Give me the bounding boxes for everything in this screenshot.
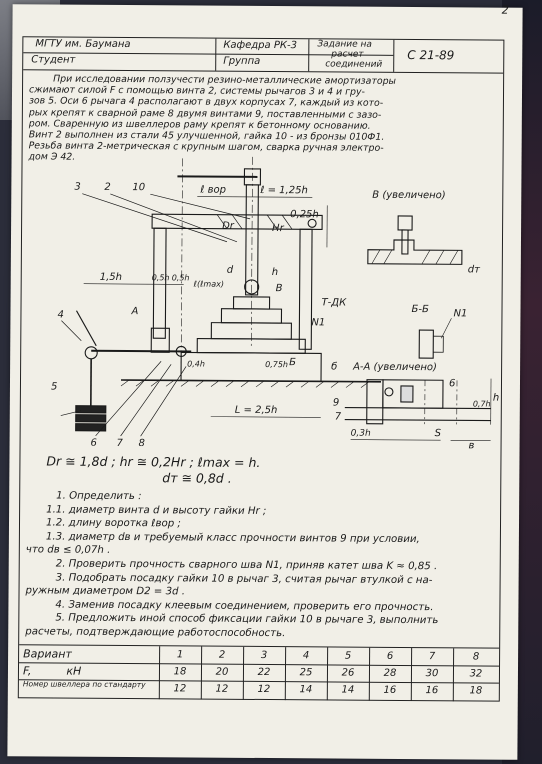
variant-cell: 7 bbox=[428, 651, 436, 663]
label-A: A bbox=[130, 306, 138, 317]
channel-cell: 14 bbox=[299, 684, 313, 696]
label-b-arrow: Б bbox=[289, 357, 296, 368]
channel-cell: 12 bbox=[215, 683, 229, 695]
label-aa-h: h bbox=[493, 393, 499, 404]
label-hr: Hr bbox=[272, 223, 285, 234]
label-04h: 0,4h bbox=[187, 359, 205, 368]
label-8: 8 bbox=[139, 438, 145, 449]
force-cell: 20 bbox=[215, 666, 229, 678]
force-cell: 25 bbox=[299, 667, 313, 679]
force-cell: 28 bbox=[383, 667, 397, 679]
channel-cell: 14 bbox=[341, 684, 355, 696]
variant-cell: 4 bbox=[302, 650, 310, 662]
group-label: Группа bbox=[223, 55, 261, 67]
variant-cell: 1 bbox=[176, 649, 184, 661]
label-aa-07h: 0,7h bbox=[473, 399, 491, 408]
label-15h: 1,5h bbox=[100, 272, 122, 283]
label-05h-b: 0,5h bbox=[172, 273, 190, 282]
label-aa-9: 9 bbox=[333, 397, 339, 408]
force-cell: 32 bbox=[469, 668, 483, 680]
label-n1-b: N1 bbox=[453, 308, 467, 319]
label-10: 10 bbox=[132, 182, 145, 193]
variants-table: Вариант F, кН Номер швеллера по стандарт… bbox=[18, 644, 500, 702]
label-dt: dт bbox=[468, 264, 481, 275]
channel-cell: 12 bbox=[173, 683, 187, 695]
label-aa-03h: 0,3h bbox=[351, 429, 371, 439]
channel-cell: 16 bbox=[383, 684, 397, 696]
label-aa-7: 7 bbox=[335, 411, 342, 422]
task-list: 1. Определить : 1.1. диаметр винта d и в… bbox=[25, 489, 496, 642]
label-05h-a: 0,5h bbox=[152, 273, 170, 282]
label-n1: N1 bbox=[311, 317, 325, 328]
department-name: Кафедра РК-3 bbox=[223, 39, 297, 52]
label-3: 3 bbox=[74, 182, 80, 193]
label-aa-S: S bbox=[435, 428, 442, 439]
label-aa-6: 6 bbox=[449, 378, 455, 389]
label-t-dk: Т-ДК bbox=[322, 297, 348, 308]
label-d: d bbox=[227, 265, 234, 276]
row-label-variant: Вариант bbox=[23, 647, 72, 661]
label-L: L = 2,5h bbox=[235, 405, 278, 416]
channel-cell: 16 bbox=[425, 685, 439, 697]
label-section-BB: Б-Б bbox=[411, 304, 429, 315]
label-dr: Dr bbox=[222, 221, 235, 232]
formula-line-1: Dr ≅ 1,8d ; hr ≅ 0,2Hr ; ℓmax = h. bbox=[46, 453, 261, 470]
task-title-2: расчет bbox=[331, 49, 364, 60]
technical-drawing: 3 2 10 ℓ вор ℓ = 1,25h 0,25h Dr Hr d ℓ(ℓ… bbox=[51, 156, 499, 449]
force-cell: 26 bbox=[341, 667, 355, 679]
force-cell: 18 bbox=[173, 666, 187, 678]
label-h: h bbox=[272, 267, 278, 278]
label-aa-b: в bbox=[469, 440, 475, 448]
label-l-vor: ℓ вор bbox=[200, 185, 226, 196]
formula-line-2: dт ≅ 0,8d . bbox=[162, 470, 232, 486]
task-title-3: соединений bbox=[325, 59, 383, 70]
label-4: 4 bbox=[57, 310, 63, 321]
label-5: 5 bbox=[51, 382, 57, 393]
label-lmax: ℓ(ℓmax) bbox=[193, 279, 224, 288]
label-6: 6 bbox=[91, 438, 97, 449]
label-075h: 0,75h bbox=[265, 360, 288, 369]
channel-cell: 12 bbox=[257, 683, 271, 696]
title-block: МГТУ им. Баумана Студент Кафедра РК-3 Гр… bbox=[23, 37, 504, 74]
variant-cell: 8 bbox=[472, 651, 480, 663]
variant-cell: 3 bbox=[260, 649, 268, 662]
row-label-channel: Номер швеллера по стандарту bbox=[22, 679, 146, 690]
variant-cell: 6 bbox=[386, 650, 394, 662]
variant-cell: 5 bbox=[344, 650, 352, 662]
assignment-sheet: 2 МГТУ им. Баумана Студент Кафедра РК-3 … bbox=[7, 3, 523, 760]
task-title-1: Задание на bbox=[317, 39, 372, 50]
page-number: 2 bbox=[501, 3, 509, 17]
label-7: 7 bbox=[117, 438, 124, 449]
label-025h: 0,25h bbox=[290, 209, 319, 220]
drawing-frame: МГТУ им. Баумана Студент Кафедра РК-3 Гр… bbox=[17, 36, 505, 702]
label-2: 2 bbox=[104, 182, 110, 193]
label-view-B: В (увеличено) bbox=[372, 190, 445, 202]
channel-cell: 18 bbox=[469, 685, 483, 697]
force-cell: 30 bbox=[425, 668, 439, 680]
label-b-small: б bbox=[331, 360, 337, 372]
document-code: С 21-89 bbox=[407, 47, 455, 63]
label-B: B bbox=[276, 283, 283, 294]
label-section-AA: А-А (увеличено) bbox=[352, 362, 437, 374]
student-label: Студент bbox=[31, 54, 76, 66]
university-name: МГТУ им. Баумана bbox=[35, 38, 131, 51]
force-cell: 22 bbox=[257, 666, 271, 679]
row-label-force: F, кН bbox=[22, 664, 82, 678]
label-l-125h: ℓ = 1,25h bbox=[260, 185, 308, 196]
variant-cell: 2 bbox=[218, 649, 226, 661]
